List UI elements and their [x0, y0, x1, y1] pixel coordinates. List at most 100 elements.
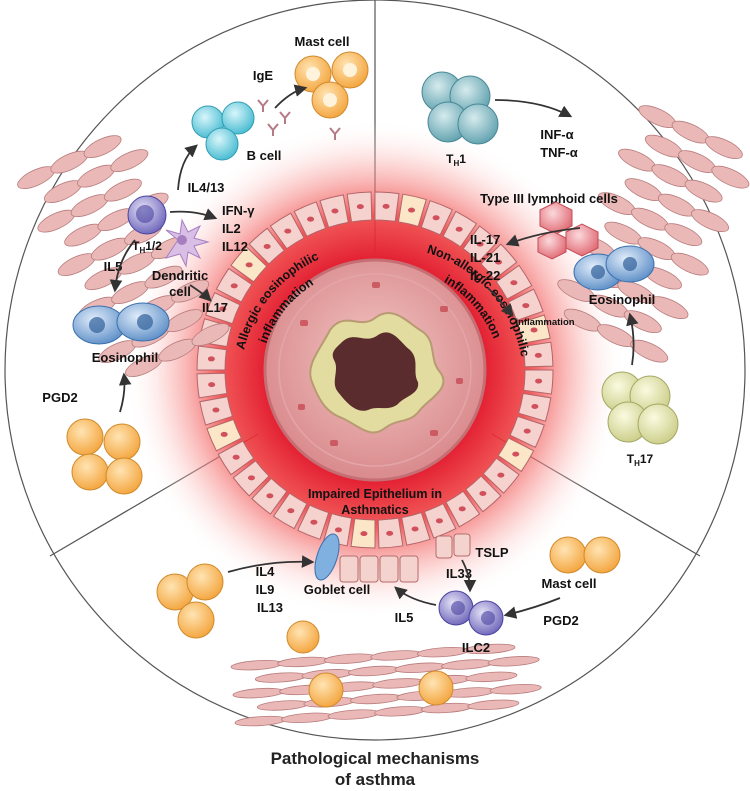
label-il13: IL13: [257, 600, 283, 615]
label-th12: TH1/2: [132, 239, 162, 255]
b-cell-cluster: [191, 101, 255, 161]
th17-cell-cluster: [601, 371, 679, 445]
mast-cells-bottom-left: [156, 563, 320, 654]
label-il12: IL12: [222, 239, 248, 254]
label-il4: IL4: [256, 564, 276, 579]
muscle-fiber: [103, 178, 142, 202]
cell-nucleus: [510, 280, 518, 286]
muscle-fiber: [144, 265, 183, 289]
label-type3-lymphoid: Type III lymphoid cells: [480, 191, 618, 206]
label-b-cell: B cell: [247, 148, 282, 163]
label-eosinophil-left: Eosinophil: [92, 350, 158, 365]
label-dendritic-2: cell: [169, 284, 191, 299]
cell-nucleus: [230, 283, 238, 289]
label-dendritic-1: Dendritic: [152, 268, 208, 283]
label-pgd2-left: PGD2: [42, 390, 77, 405]
cell-nucleus: [232, 454, 240, 460]
cell-nucleus: [212, 407, 220, 413]
muscle-fiber: [670, 252, 709, 276]
mast-cell-cluster-top: [294, 51, 369, 119]
epithelium-sector: IL4 IL9 IL13 Goblet cell TSLP IL33 Mast …: [156, 533, 621, 708]
cell-nucleus: [435, 518, 443, 524]
label-th17: TH17: [627, 452, 654, 468]
cell-nucleus: [382, 203, 390, 209]
label-il5-bottom: IL5: [395, 610, 414, 625]
label-eosinophil-right: Eosinophil: [589, 292, 655, 307]
epithelial-cells-bottom: [339, 533, 471, 583]
muscle-fiber: [83, 135, 122, 159]
cell-nucleus: [284, 228, 292, 234]
airway-inner-ring: [278, 273, 472, 467]
cell-nucleus: [523, 428, 531, 434]
label-il17-left: IL17: [202, 300, 228, 315]
fiber-group: [230, 643, 542, 727]
cell-nucleus: [531, 404, 539, 410]
label-th1: TH1: [446, 152, 466, 168]
label-goblet-cell: Goblet cell: [304, 582, 370, 597]
label-ifn-gamma: IFN-γ: [222, 203, 255, 218]
cell-nucleus: [530, 327, 538, 333]
muscle-fiber: [463, 643, 516, 655]
cell-nucleus: [207, 356, 215, 362]
cell-nucleus: [408, 207, 416, 213]
muscle-fiber: [191, 323, 230, 347]
cell-nucleus: [263, 243, 271, 249]
label-inf-alpha: INF-α: [540, 127, 573, 142]
cell-nucleus: [307, 216, 315, 222]
label-tslp: TSLP: [475, 545, 509, 560]
eosinophil-right: [573, 245, 655, 291]
cell-nucleus: [356, 204, 364, 210]
muscle-fiber: [465, 671, 518, 683]
cell-nucleus: [535, 378, 543, 384]
page-title: Pathological mechanisms: [270, 749, 480, 768]
page-subtitle: of asthma: [334, 770, 416, 789]
mast-cells-bottom-fiber: [308, 670, 454, 708]
label-il2: IL2: [222, 221, 241, 236]
label-ige: IgE: [253, 68, 274, 83]
label-il-21: IL-21: [470, 250, 500, 265]
arc-label-epithelium-2: Asthmatics: [341, 503, 408, 517]
label-il-22: IL-22: [470, 268, 500, 283]
muscle-fiber: [691, 209, 730, 233]
th12-cell: [127, 195, 167, 235]
label-mast-cell-bottom: Mast cell: [542, 576, 597, 591]
muscle-fiber: [489, 683, 542, 695]
cell-nucleus: [220, 431, 228, 437]
label-il9: IL9: [256, 582, 275, 597]
label-tnf-alpha: TNF-α: [540, 145, 578, 160]
muscle-fiber: [684, 179, 723, 203]
cell-nucleus: [432, 215, 440, 221]
cell-nucleus: [386, 530, 394, 536]
label-pgd2-bottom: PGD2: [543, 613, 578, 628]
cell-nucleus: [479, 491, 487, 497]
dendritic-cell: [164, 218, 210, 268]
cell-nucleus: [287, 508, 295, 514]
muscle-fiber: [630, 339, 669, 363]
cell-nucleus: [266, 493, 274, 499]
cell-nucleus: [534, 352, 542, 358]
cell-nucleus: [497, 472, 505, 478]
cell-nucleus: [219, 306, 227, 312]
muscle-fiber: [704, 136, 743, 160]
cell-nucleus: [334, 527, 342, 533]
cell-nucleus: [455, 226, 463, 232]
allergic-arrows: [109, 84, 308, 413]
cell-nucleus: [360, 531, 368, 537]
cell-nucleus: [476, 241, 484, 247]
epithelium-arrows: [227, 555, 561, 619]
goblet-cell: [314, 533, 340, 581]
muscle-fiber: [711, 165, 750, 189]
label-il-17: IL-17: [470, 232, 500, 247]
muscle-fiber: [487, 656, 540, 667]
muscle-fiber: [110, 149, 149, 173]
cell-nucleus: [247, 475, 255, 481]
mast-cells-bottom-right: [549, 536, 621, 574]
type3-lymphoid-cells: [537, 201, 599, 260]
ilc2-cells: [438, 590, 504, 636]
allergic-sector: Mast cell IgE B cell IL4/13 TH1/2 Dendri…: [42, 34, 369, 495]
airway-spots: [298, 282, 463, 446]
label-inflammation: inflammation: [515, 317, 574, 328]
muscle-fiber: [467, 699, 520, 711]
arc-label-epithelium: Impaired Epithelium in: [308, 487, 442, 501]
